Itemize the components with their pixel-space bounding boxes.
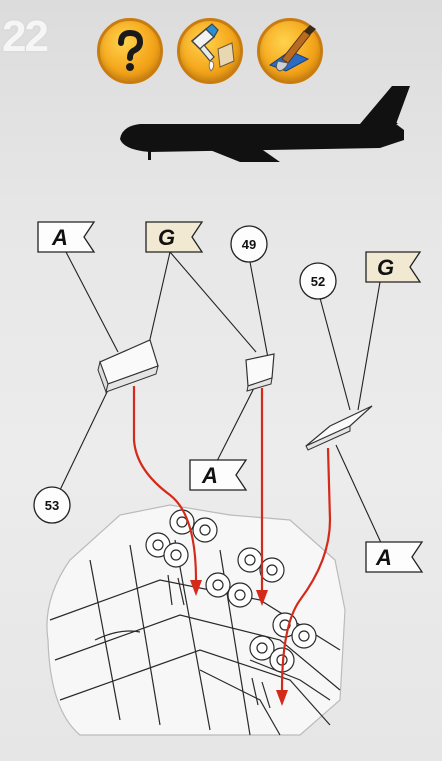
paint-button[interactable] <box>257 18 323 84</box>
placement-arrows <box>132 386 332 691</box>
glue-icon <box>190 23 235 72</box>
help-icon <box>118 29 144 71</box>
paint-brush-icon <box>268 25 316 72</box>
flag-g-top-label: G <box>158 225 175 250</box>
glue-button[interactable] <box>177 18 243 84</box>
flag-a-middle-label: A <box>201 463 218 488</box>
landing-gear-assembly <box>46 504 346 736</box>
arrowhead-right <box>276 690 288 706</box>
part-card-left <box>97 339 159 394</box>
flag-a-top-label: A <box>51 225 68 250</box>
part-number-52-label: 52 <box>311 274 325 289</box>
leader-lines <box>59 251 383 546</box>
flag-a-right: A <box>365 541 424 573</box>
part-number-49: 49 <box>230 225 268 263</box>
part-number-53-label: 53 <box>45 498 59 513</box>
arrowheads <box>190 580 288 706</box>
flag-g-top: G <box>145 221 204 253</box>
wheel-group-right <box>249 612 317 673</box>
part-number-53: 53 <box>33 486 71 524</box>
part-card-52 <box>305 405 373 451</box>
airplane-silhouette-icon <box>120 86 410 162</box>
flag-a-right-label: A <box>375 545 392 570</box>
step-number: 22 <box>2 12 49 61</box>
wheel-group-middle <box>205 547 285 608</box>
part-number-49-label: 49 <box>242 237 256 252</box>
part-card-49 <box>245 353 275 392</box>
flag-g-right: G <box>365 251 422 283</box>
arrowhead-left <box>190 580 202 596</box>
flag-a-top: A <box>37 221 96 253</box>
wheel-group-left <box>145 509 218 568</box>
flag-a-middle: A <box>189 459 248 491</box>
help-button[interactable] <box>97 18 163 84</box>
flag-g-right-label: G <box>377 255 394 280</box>
part-number-52: 52 <box>299 262 337 300</box>
arrowhead-middle <box>256 590 268 606</box>
